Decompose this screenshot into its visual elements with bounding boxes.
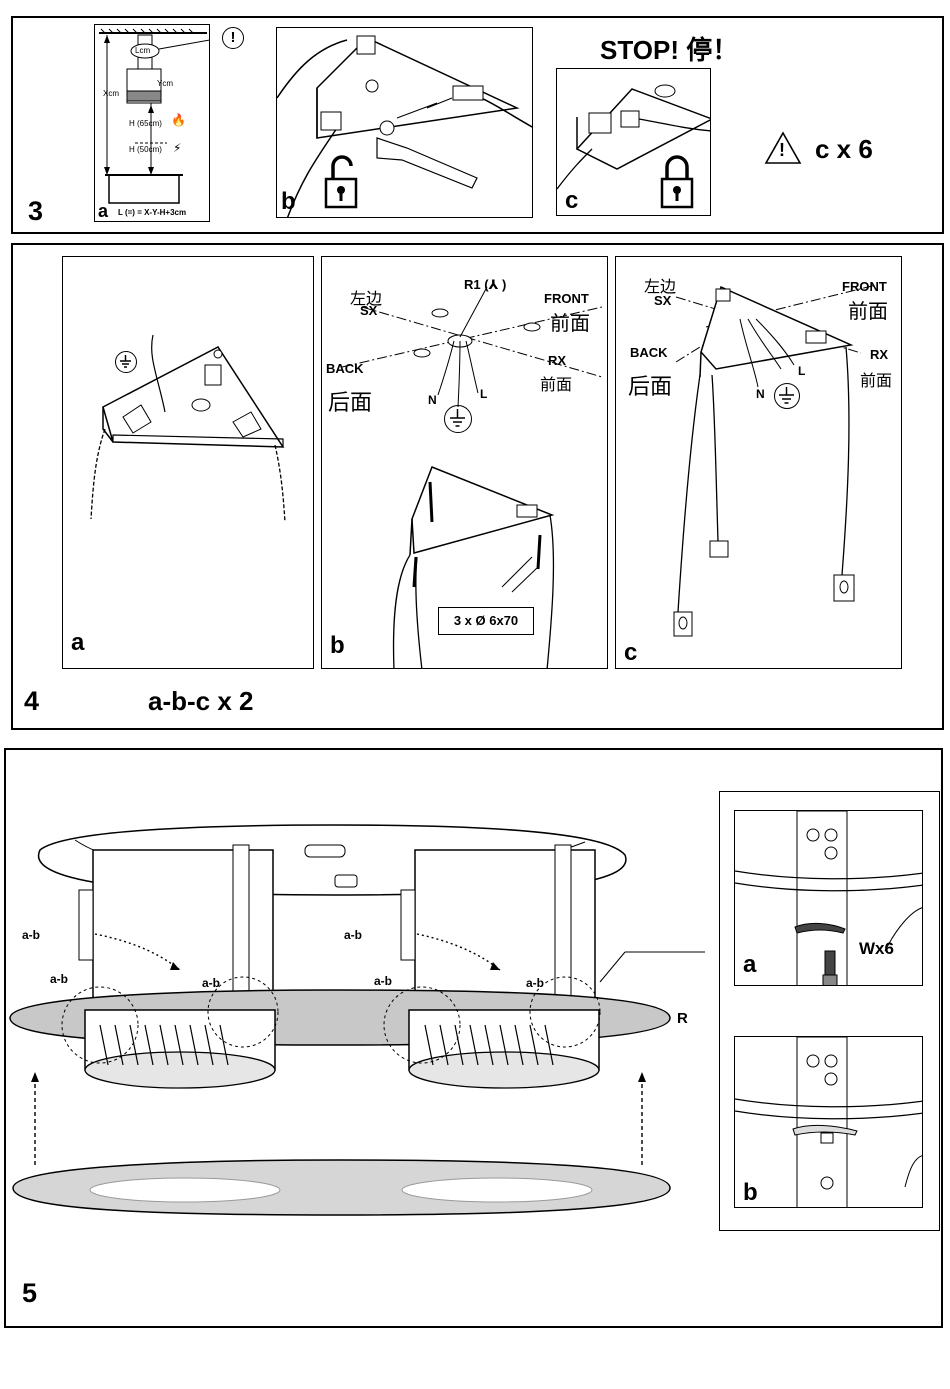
y-cm-label: Ycm [157, 79, 173, 88]
flame-icon: 🔥 [171, 113, 186, 127]
front-cn-label: 前面 [550, 307, 590, 336]
repeat-abc-x2: a-b-c x 2 [148, 686, 254, 717]
back-label: BACK [630, 345, 668, 360]
locked-padlock-icon [657, 153, 697, 211]
h-elec-label: H (50cm) [129, 145, 162, 154]
back-cn-label: 后面 [328, 385, 372, 417]
front-cn-label: 前面 [848, 295, 888, 324]
warning-icon: ! [764, 131, 802, 165]
l-label: L [798, 364, 805, 378]
step-4c-letter: c [624, 639, 637, 667]
back-label: BACK [326, 361, 364, 376]
step-3b-drawing [277, 28, 533, 218]
detail-b-panel: b [734, 1036, 923, 1208]
ab-label-4: a-b [344, 928, 362, 942]
detail-b-letter: b [743, 1179, 758, 1207]
screw-spec-text: 3 x Ø 6x70 [454, 613, 518, 628]
front-label: FRONT [842, 279, 887, 294]
ab-label-3: a-b [202, 976, 220, 990]
wx6-label: Wx6 [859, 939, 894, 959]
sx-label: SX [360, 303, 377, 318]
r-glass-label: R [677, 1010, 688, 1027]
detail-b-drawing [735, 1037, 923, 1208]
warning-mark: ! [231, 29, 236, 46]
step-3-number: 3 [28, 196, 43, 227]
step-3a-panel: Lcm Ycm Xcm H (65cm) 🔥 H (50cm) ⚡ a L (=… [94, 24, 210, 222]
step-4a-panel: a [62, 256, 314, 669]
rx-label: RX [548, 353, 566, 368]
step-3b-letter: b [281, 188, 296, 216]
stop-warning-text: STOP! 停！ [600, 30, 738, 67]
step-4a-drawing [63, 257, 314, 669]
h-gas-label: H (65cm) [129, 119, 162, 128]
warning-exclamation: ! [779, 140, 785, 161]
formula-text: L (=) = X-Y-H+3cm [118, 208, 186, 217]
back-cn-label: 后面 [628, 369, 672, 401]
front-label: FRONT [544, 291, 589, 306]
detail-a-drawing [735, 811, 923, 986]
ab-label-5: a-b [374, 974, 392, 988]
step-4b-letter: b [330, 632, 345, 660]
step-4c-panel: 左边 SX FRONT 前面 BACK 后面 RX 前面 N L c [615, 256, 902, 669]
x-cm-label: Xcm [103, 89, 119, 98]
sx-label: SX [654, 293, 671, 308]
ground-icon [115, 351, 137, 373]
hood-assembly-drawing [5, 800, 705, 1300]
step-3c-panel: c [556, 68, 711, 216]
ab-label-1: a-b [22, 928, 40, 942]
l-cm-label: Lcm [135, 46, 150, 55]
rx-cn-label: 前面 [540, 371, 572, 395]
ground-icon [444, 405, 472, 433]
step-4a-letter: a [71, 629, 84, 657]
n-label: N [428, 393, 437, 407]
warning-circle-icon: ! [222, 27, 244, 49]
ground-icon [774, 383, 800, 409]
l-label: L [480, 387, 487, 401]
rx-label: RX [870, 347, 888, 362]
r1-label: R1 (⅄ ) [464, 277, 506, 293]
screw-spec-box: 3 x Ø 6x70 [438, 607, 534, 635]
step-3c-letter: c [565, 187, 578, 215]
ab-label-6: a-b [526, 976, 544, 990]
step-3a-letter: a [98, 201, 108, 222]
detail-a-letter: a [743, 951, 756, 979]
repeat-c-x6: c x 6 [815, 134, 873, 165]
detail-a-panel: a Wx6 [734, 810, 923, 986]
step-3b-panel: b [276, 27, 533, 218]
lightning-icon: ⚡ [173, 141, 181, 155]
n-label: N [756, 387, 765, 401]
ab-label-2: a-b [50, 972, 68, 986]
unlocked-padlock-icon [321, 152, 361, 210]
step-4-number: 4 [24, 686, 39, 717]
step-4b-panel: 左边 SX R1 (⅄ ) FRONT 前面 BACK 后面 RX 前面 N L… [321, 256, 608, 669]
rx-cn-label: 前面 [860, 367, 892, 391]
